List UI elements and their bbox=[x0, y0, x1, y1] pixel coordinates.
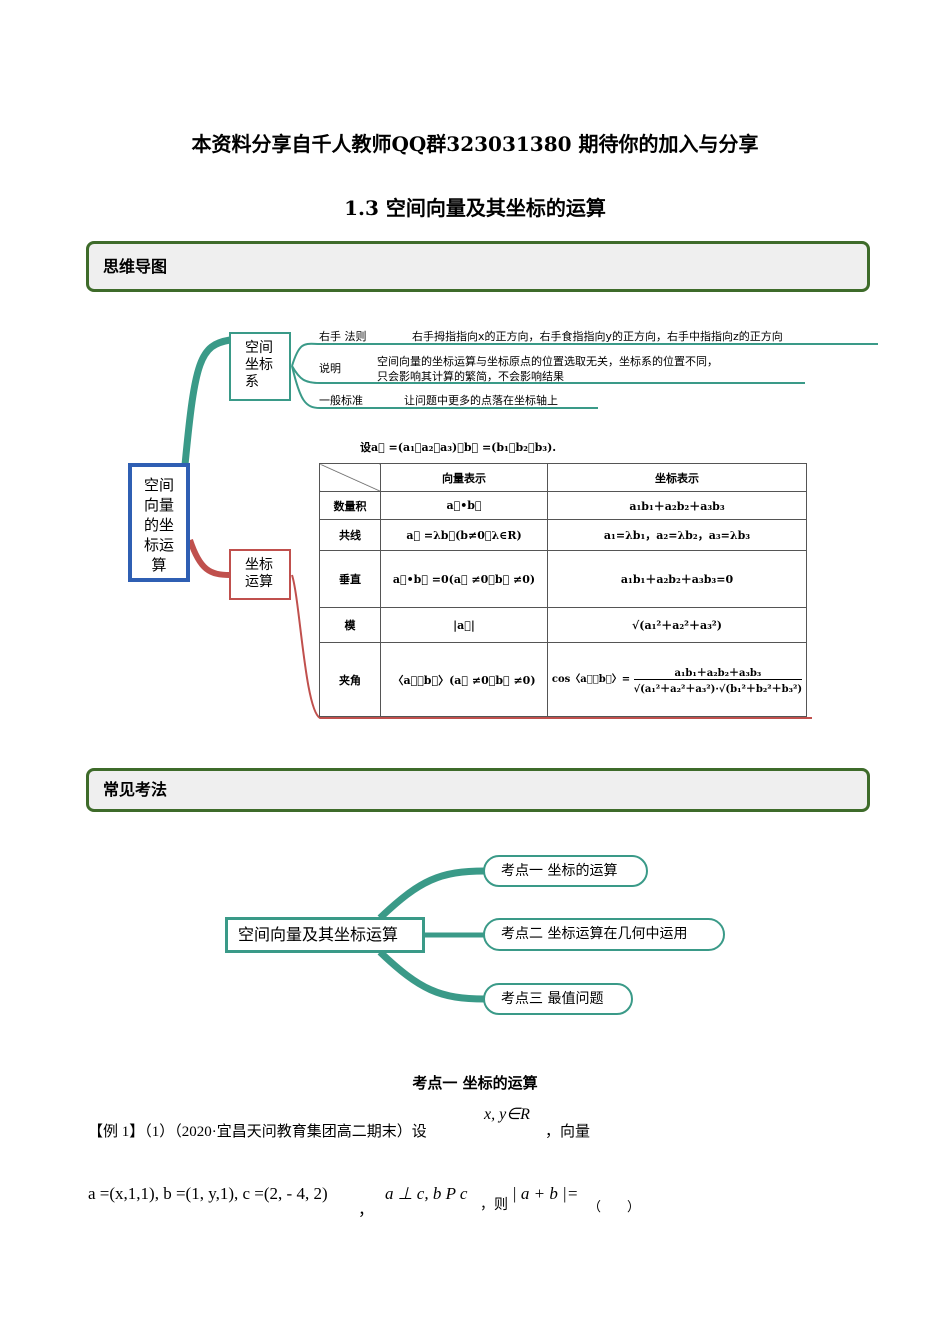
exam-point-2: 考点二 坐标运算在几何中运用 bbox=[483, 918, 725, 951]
cell: |a⃗| bbox=[380, 607, 548, 643]
vector-setup: 设a⃗ =(a₁，a₂，a₃)，b⃗ =(b₁，b₂，b₃). bbox=[360, 441, 557, 454]
then-text: ，则 bbox=[480, 1198, 508, 1213]
cell: 数量积 bbox=[319, 491, 381, 520]
cell: 共线 bbox=[319, 519, 381, 551]
branch-label: 说明 bbox=[319, 362, 341, 375]
mindmap2-connectors bbox=[377, 867, 486, 1003]
cos-label: cos〈a⃗，b⃗〉= bbox=[551, 674, 631, 685]
mindmap1-connectors bbox=[181, 336, 878, 719]
cell: a⃗ =λb⃗(b≠0，λ∈R) bbox=[380, 519, 548, 551]
numerator: a₁b₁＋a₂b₂＋a₃b₃ bbox=[633, 664, 803, 680]
cell: cos〈a⃗，b⃗〉= a₁b₁＋a₂b₂＋a₃b₃ √(a₁²＋a₂²＋a₃²)… bbox=[547, 642, 807, 717]
section-header-exam: 常见考法 bbox=[86, 768, 870, 812]
example-condition-2: a ⊥ c, b P c bbox=[385, 1184, 468, 1203]
connector-coord bbox=[181, 336, 231, 466]
document-title: 1.3 空间向量及其坐标的运算 bbox=[344, 196, 606, 220]
example-condition: x, y∈R bbox=[484, 1106, 530, 1123]
branch-label: 右手 法则 bbox=[319, 330, 367, 343]
connector-calc bbox=[187, 539, 231, 578]
exam-point-1: 考点一 坐标的运算 bbox=[483, 855, 648, 887]
cell: 〈a⃗，b⃗〉(a⃗ ≠0，b⃗ ≠0) bbox=[380, 642, 548, 717]
branch-label: 一般标准 bbox=[319, 394, 363, 407]
comma: ， bbox=[358, 1202, 375, 1219]
section-header-mindmap: 思维导图 bbox=[86, 241, 870, 292]
connector bbox=[377, 867, 486, 921]
header-line: 本资料分享自千人教师QQ群323031380 期待你的加入与分享 bbox=[191, 132, 759, 156]
fraction: a₁b₁＋a₂b₂＋a₃b₃ √(a₁²＋a₂²＋a₃²)·√(b₁²＋b₂²＋b… bbox=[633, 664, 803, 695]
branch-line bbox=[291, 365, 598, 409]
branch-text: 让问题中更多的点落在坐标轴上 bbox=[404, 394, 558, 407]
table-row: 夹角〈a⃗，b⃗〉(a⃗ ≠0，b⃗ ≠0) cos〈a⃗，b⃗〉= a₁b₁＋… bbox=[319, 642, 807, 717]
denominator: √(a₁²＋a₂²＋a₃²)·√(b₁²＋b₂²＋b₃²) bbox=[633, 684, 803, 695]
magnitude-expression: | a + b |= bbox=[512, 1184, 579, 1203]
branch-line bbox=[291, 342, 878, 367]
cell: √(a₁²＋a₂²＋a₃²) bbox=[547, 607, 807, 643]
connector bbox=[377, 949, 486, 1003]
branch-line bbox=[291, 574, 812, 719]
table-row: 模|a⃗|√(a₁²＋a₂²＋a₃²) bbox=[319, 607, 807, 643]
node-coordinate-system: 空间坐标系 bbox=[229, 332, 291, 401]
example-prefix: 【例 1】（1）（2020·宜昌天问教育集团高二期末）设 bbox=[88, 1124, 427, 1140]
cell: a⃗•b⃗ =0(a⃗ ≠0，b⃗ ≠0) bbox=[380, 550, 548, 608]
vector-definitions: a =(x,1,1), b =(1, y,1), c =(2, - 4, 2) bbox=[88, 1184, 328, 1203]
branch-text: 只会影响其计算的繁简，不会影响结果 bbox=[377, 370, 564, 383]
mindmap-center-node: 空间向量的坐标运算 bbox=[128, 463, 190, 582]
branch-text: 空间向量的坐标运算与坐标原点的位置选取无关，坐标系的位置不同， bbox=[377, 355, 718, 368]
mindmap2-center-node: 空间向量及其坐标运算 bbox=[225, 917, 425, 953]
cell: 垂直 bbox=[319, 550, 381, 608]
sub-heading: 考点一 坐标的运算 bbox=[412, 1074, 538, 1092]
cell: 夹角 bbox=[319, 642, 381, 717]
branch-text: 右手拇指指向x的正方向，右手食指指向y的正方向，右手中指指向z的正方向 bbox=[412, 330, 783, 343]
cell: a₁b₁＋a₂b₂＋a₃b₃=0 bbox=[547, 550, 807, 608]
table-header: 坐标表示 bbox=[547, 463, 807, 492]
exam-point-3: 考点三 最值问题 bbox=[483, 983, 633, 1015]
example-suffix: ，向量 bbox=[545, 1124, 591, 1140]
answer-blank: （ ） bbox=[588, 1199, 641, 1214]
cell: a₁=λb₁，a₂=λb₂，a₃=λb₃ bbox=[547, 519, 807, 551]
cell: a₁b₁＋a₂b₂＋a₃b₃ bbox=[547, 491, 807, 520]
table-header: 向量表示 bbox=[380, 463, 548, 492]
node-coordinate-calc: 坐标运算 bbox=[229, 549, 291, 600]
cell: a⃗•b⃗ bbox=[380, 491, 548, 520]
branch-line bbox=[291, 365, 805, 384]
cell: 模 bbox=[319, 607, 381, 643]
